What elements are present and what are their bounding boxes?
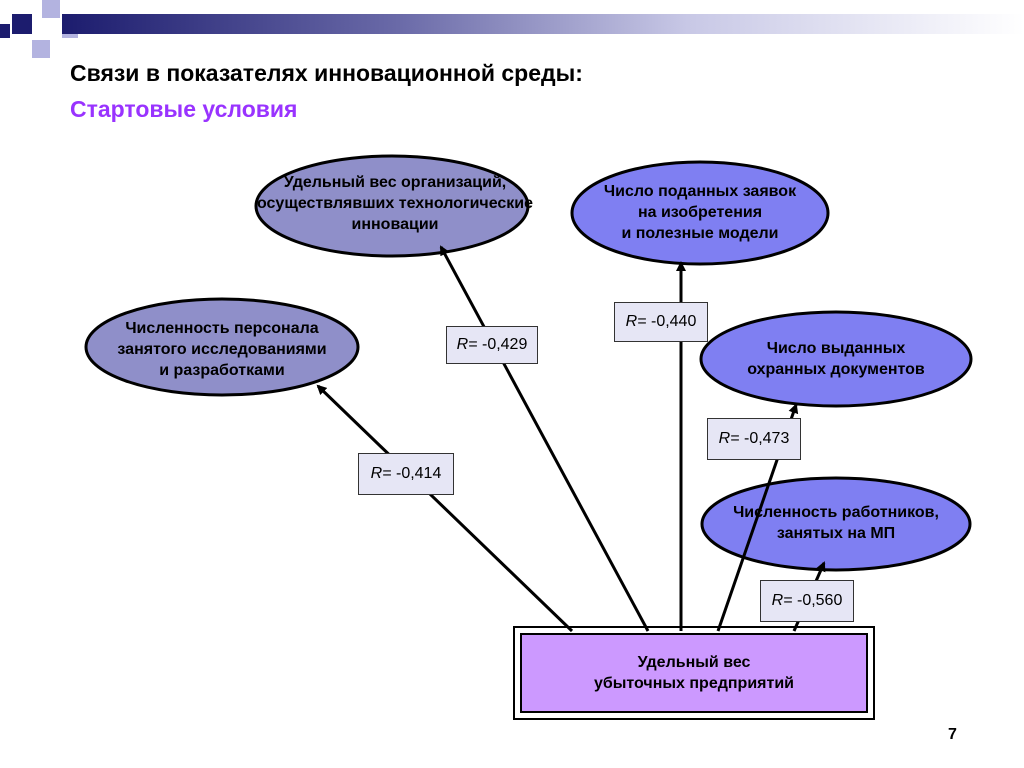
node-protection-docs-label: Число выданных охранных документов	[696, 338, 976, 380]
node-org-share-line2: осуществлявших технологические	[256, 195, 534, 212]
slide-title: Связи в показателях инновационной среды:	[70, 60, 583, 86]
node-patent-applications-label: Число поданных заявок на изобретения и п…	[560, 181, 840, 244]
node-sme-workers-line2: занятых на МП	[776, 525, 896, 542]
correlation-label-rnd-staff: R= -0,414	[358, 453, 454, 495]
correlation-value: -0,440	[650, 313, 697, 330]
source-box-line2: убыточных предприятий	[593, 675, 794, 692]
decor-square-lavender	[32, 40, 50, 58]
decor-square-navy	[0, 24, 10, 38]
arrow-to-org-share	[439, 245, 650, 632]
correlation-label-sme-workers: R= -0,560	[760, 580, 854, 622]
page-number: 7	[948, 726, 957, 743]
node-org-share-ellipse	[254, 154, 530, 258]
node-patent-applications-line3: и полезные модели	[621, 225, 779, 242]
correlation-prefix: R=	[370, 465, 392, 482]
decor-square-lavender	[42, 0, 60, 18]
correlation-value: -0,429	[481, 336, 528, 353]
node-rnd-staff-ellipse	[84, 297, 360, 397]
correlation-value: -0,560	[796, 592, 843, 609]
correlation-prefix: R=	[718, 430, 740, 447]
decor-square-navy	[12, 14, 32, 34]
correlation-prefix: R=	[625, 313, 647, 330]
node-protection-docs-ellipse	[699, 310, 973, 408]
node-rnd-staff-line1: Численность персонала	[125, 320, 319, 337]
decor-top-bar	[62, 14, 1024, 34]
node-rnd-staff-line3: и разработками	[159, 362, 285, 379]
source-box-label: Удельный вес убыточных предприятий	[521, 652, 867, 694]
correlation-value: -0,473	[743, 430, 790, 447]
node-sme-workers-label: Численность работников, занятых на МП	[696, 502, 976, 544]
node-patent-applications-ellipse	[570, 160, 830, 266]
source-box-line1: Удельный вес	[637, 654, 751, 671]
node-org-share-line1: Удельный вес организаций,	[283, 174, 507, 191]
correlation-label-protection-docs: R= -0,473	[707, 418, 801, 460]
node-org-share-label: Удельный вес организаций, осуществлявших…	[200, 172, 590, 235]
node-rnd-staff-line2: занятого исследованиями	[117, 341, 327, 358]
node-protection-docs-line1: Число выданных	[766, 340, 906, 357]
node-sme-workers-line1: Численность работников,	[733, 504, 939, 521]
node-rnd-staff-label: Численность персонала занятого исследова…	[72, 318, 372, 381]
node-protection-docs-line2: охранных документов	[747, 361, 925, 378]
slide-subtitle: Стартовые условия	[70, 96, 298, 122]
node-patent-applications-line1: Число поданных заявок	[603, 183, 797, 200]
node-patent-applications-line2: на изобретения	[637, 204, 763, 221]
source-box-inner	[520, 633, 868, 713]
arrow-to-rnd-staff	[316, 384, 574, 633]
node-org-share-line3: инновации	[351, 216, 439, 233]
correlation-prefix: R=	[771, 592, 793, 609]
node-sme-workers-ellipse	[700, 476, 972, 572]
correlation-label-org-share: R= -0,429	[446, 326, 538, 364]
correlation-prefix: R=	[456, 336, 478, 353]
correlation-label-patent-applications: R= -0,440	[614, 302, 708, 342]
correlation-value: -0,414	[395, 465, 442, 482]
